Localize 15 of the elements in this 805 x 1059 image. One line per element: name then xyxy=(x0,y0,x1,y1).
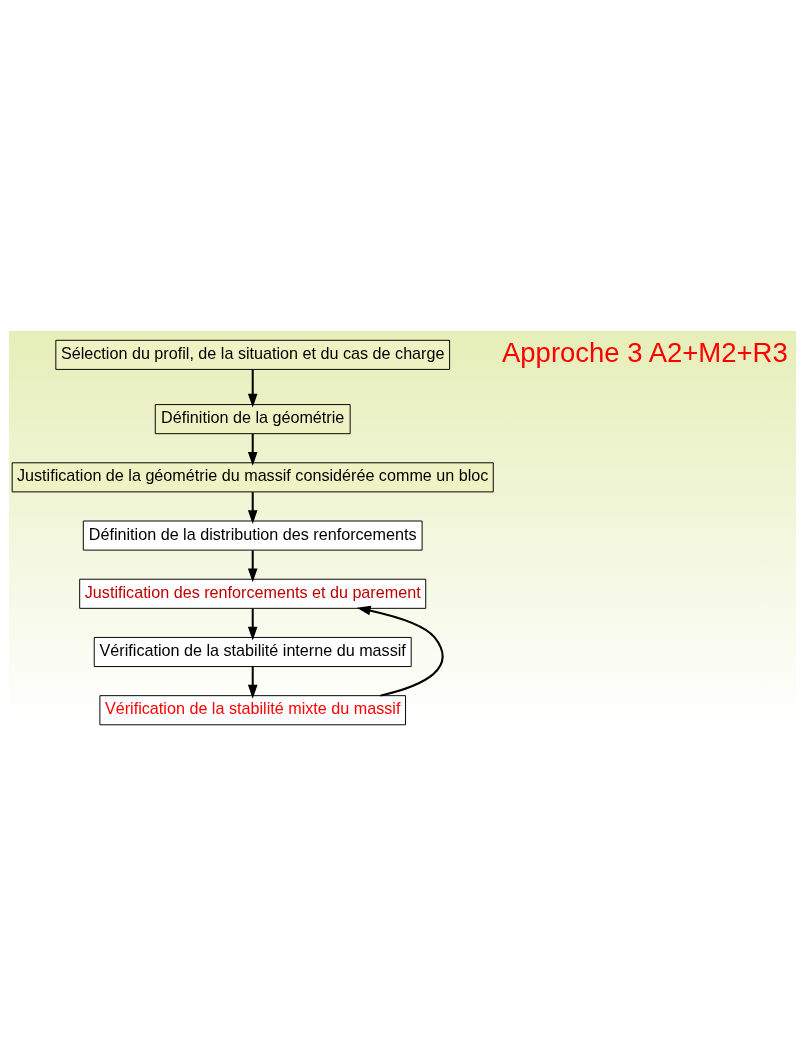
node-box: Vérification de la stabilité mixte du massif xyxy=(99,695,406,726)
node-box: Justification des renforcements et du parement xyxy=(79,578,427,609)
arrow xyxy=(356,605,444,697)
arrow xyxy=(247,608,258,641)
arrow xyxy=(247,666,258,699)
node-box: Sélection du profil, de la situation et du cas de charge xyxy=(55,339,451,370)
node-box: Définition de la distribution des renforcements xyxy=(82,520,423,551)
arrow xyxy=(247,369,258,408)
arrow xyxy=(247,550,258,583)
node-box: Définition de la géométrie xyxy=(154,404,351,435)
node-box: Vérification de la stabilité interne du massif xyxy=(93,636,412,668)
arrow xyxy=(247,433,258,466)
node-box: Justification de la géométrie du massif considérée comme un bloc xyxy=(11,462,494,493)
arrow xyxy=(247,492,258,524)
label: Approche 3 A2+M2+R3 xyxy=(502,336,788,368)
